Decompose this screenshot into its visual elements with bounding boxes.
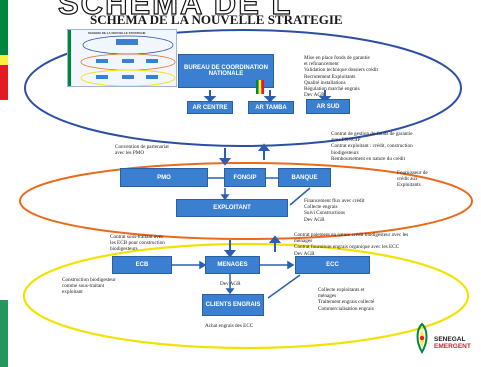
note-achat-engrais: Achat engrais des ECC (205, 323, 254, 329)
flag-stripe-red (0, 65, 8, 100)
flag-stripe-green-lower (0, 300, 8, 367)
arrows-middle (208, 177, 311, 206)
brand-text: SENEGAL EMERGENT (434, 336, 471, 350)
note-fonds-gestion: Contrat de gestion du fonds de garantie … (331, 131, 413, 162)
node-exploitant: EXPLOITANT (176, 199, 288, 217)
note-ecb-task: Construction biodigesteur comme sous-tra… (62, 277, 116, 296)
emblem-icon (256, 80, 264, 94)
node-ecb: ECB (112, 256, 172, 274)
note-fournisseur: Fournisseur de crédit aux Exploitants (397, 170, 428, 189)
note-dev-agr: Dev AGR (220, 281, 241, 287)
node-banque: BANQUE (278, 168, 331, 187)
brand-line-1: SENEGAL (434, 336, 466, 343)
ellipse-regional-level (19, 162, 473, 240)
node-ar-tamba: AR TAMBA (248, 101, 294, 114)
note-financement: Financement flux avec crédit Collecte en… (304, 198, 365, 223)
arrows-bottom (172, 260, 301, 299)
thumbnail-diagram (68, 30, 176, 86)
note-ecc-tasks: Collecte exploitants et ménages Traiteme… (318, 287, 375, 312)
node-ecc: ECC (295, 256, 370, 274)
arrows-top-mid (218, 143, 271, 166)
node-fongip: FONGIP (224, 168, 266, 187)
arrows-mid-bottom (223, 235, 282, 258)
slide-thumbnail: SCHEMA DE LA NOUVELLE STRATEGIE (67, 29, 177, 87)
ellipse-local-level (22, 242, 470, 350)
brand-line-2: EMERGENT (434, 343, 471, 350)
node-ar-sud: AR SUD (306, 99, 350, 114)
node-pmo: PMO (120, 168, 208, 187)
note-ecb-contract: Contrat sous-traitant avec les ECB pour … (110, 234, 165, 253)
senegal-emergent-logo (411, 322, 433, 354)
note-nature-contract: Contrat paiement en nature crédit biodig… (294, 232, 409, 257)
flag-stripe-yellow (0, 55, 8, 65)
banner-title: SCHEMA DE L (57, 0, 293, 22)
node-menages: MENAGES (205, 256, 260, 274)
note-convention-pmo: Convention de partenariat avec les PMO (115, 144, 169, 157)
page-title: SCHEMA DE LA NOUVELLE STRATEGIE (90, 12, 343, 27)
node-ar-centre: AR CENTRE (187, 101, 233, 114)
node-clients-engrais: CLIENTS ENGRAIS (202, 294, 264, 316)
thumbnail-title: SCHEMA DE LA NOUVELLE STRATEGIE (88, 31, 146, 35)
ellipse-national-level (24, 29, 462, 147)
flag-stripe-green (0, 0, 8, 55)
note-coordination-tasks: Mise en place fonds de garantie et refin… (304, 55, 378, 99)
